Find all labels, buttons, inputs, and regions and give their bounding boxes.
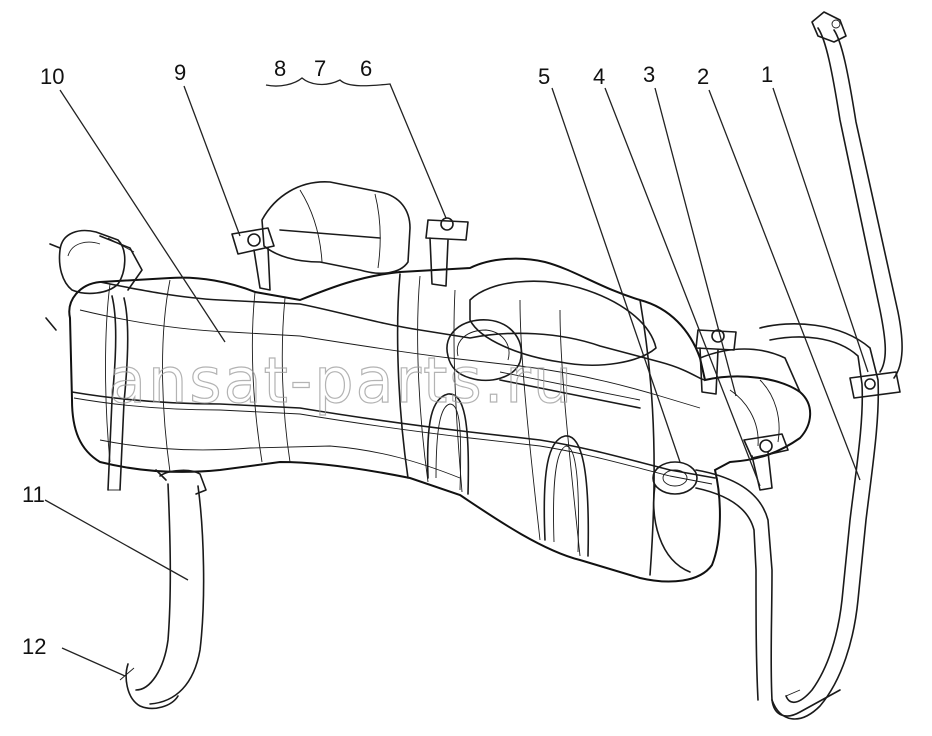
tank-body xyxy=(68,181,812,583)
callout-10: 10 xyxy=(40,64,64,89)
callout-12: 12 xyxy=(22,634,46,659)
callout-5: 5 xyxy=(538,64,550,89)
callout-11: 11 xyxy=(22,482,45,507)
filler-hose xyxy=(119,469,207,710)
callout-9: 9 xyxy=(174,60,186,85)
callout-labels: 1 2 3 4 5 6 7 8 9 10 11 12 xyxy=(22,56,773,659)
callout-2: 2 xyxy=(697,64,709,89)
callout-3: 3 xyxy=(643,62,655,87)
watermark: ansat-parts.ru xyxy=(108,344,574,417)
callout-1: 1 xyxy=(761,62,773,87)
callout-4: 4 xyxy=(593,64,605,89)
fuel-lines xyxy=(695,11,903,720)
callout-leaders xyxy=(44,77,869,677)
callout-6: 6 xyxy=(360,56,372,81)
callout-8: 8 xyxy=(274,56,286,81)
mounting-brackets xyxy=(231,217,789,491)
filler-cap-assembly xyxy=(45,229,143,491)
callout-7: 7 xyxy=(314,56,326,81)
